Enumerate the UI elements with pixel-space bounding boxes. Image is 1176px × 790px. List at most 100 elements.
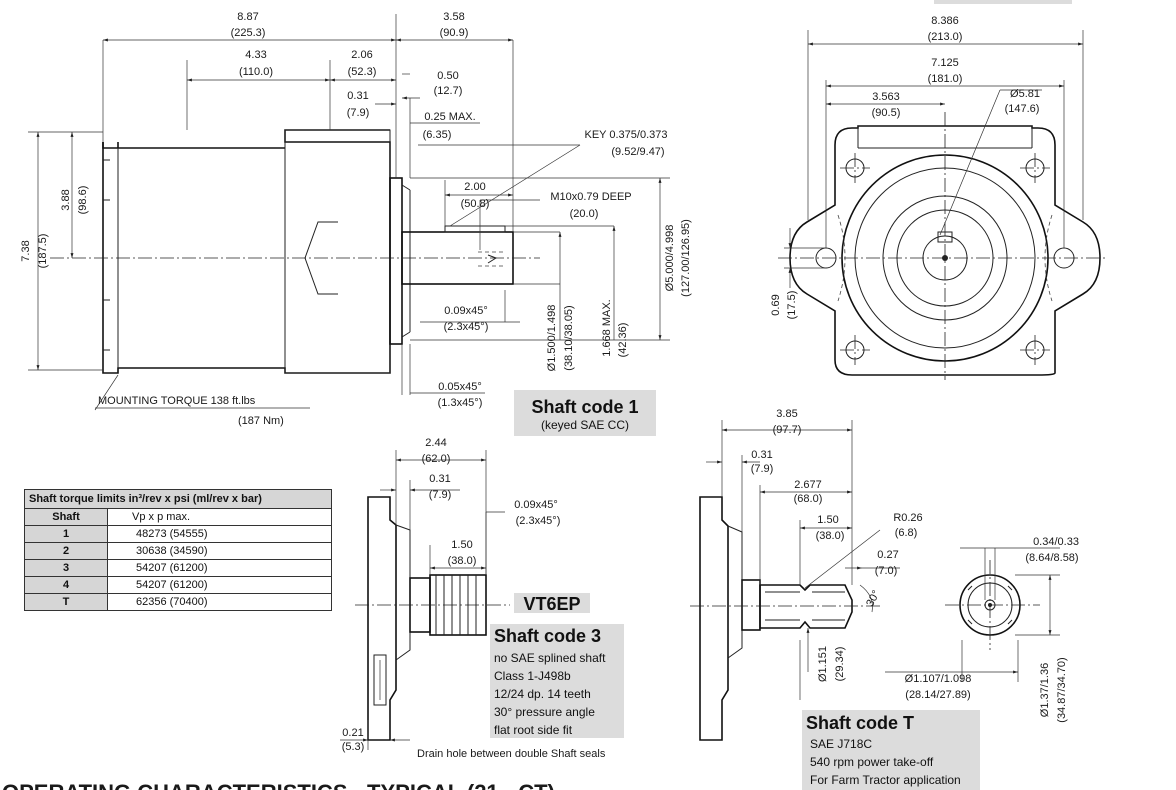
torque-table-header-vp: Vp x p max. (107, 508, 332, 526)
s3-dim-021-label: 0.21 (342, 727, 363, 739)
shaft-code-t-title: Shaft code T (806, 713, 914, 733)
shaft-code-3-title: Shaft code 3 (494, 626, 601, 646)
pilot-mm-label: (127.00/126.95) (680, 219, 692, 297)
s3-dim-021-mm-label: (5.3) (342, 741, 365, 753)
mounting-torque-label: MOUNTING TORQUE 138 ft.lbs (98, 395, 256, 407)
torque-table-title: Shaft torque limits in³/rev x psi (ml/re… (24, 489, 332, 509)
dim-200-label: 2.00 (464, 181, 485, 193)
torque-row-value: 48273 (54555) (107, 525, 332, 543)
st-dim-031-mm-label: (7.9) (751, 463, 774, 475)
width-8386-mm-label: (213.0) (928, 31, 963, 43)
dia-shaft-label: Ø1.500/1.498 (546, 305, 558, 372)
dim-206-label: 2.06 (351, 49, 372, 61)
end-view: 8.386 (213.0) 7.125 (181.0) 3.563 (90.5)… (770, 0, 1105, 380)
st-dim-150-label: 1.50 (817, 514, 838, 526)
torque-row-shaft: T (24, 593, 108, 611)
s3-dim-150-label: 1.50 (451, 539, 472, 551)
width-3563-mm-label: (90.5) (872, 107, 901, 119)
dia-shaft-mm-label: (38.10/38.05) (563, 305, 575, 370)
st-dim-2677-label: 2.677 (794, 479, 822, 491)
chamfer1-label: 0.09x45° (444, 305, 488, 317)
dia-581-mm-label: (147.6) (1005, 103, 1040, 115)
height-069-label: 0.69 (770, 294, 782, 315)
dim-shaft-ext-mm-label: (90.9) (440, 27, 469, 39)
dim-shaft-ext-label: 3.58 (443, 11, 464, 23)
key-mm-label: (9.52/9.47) (611, 146, 664, 158)
st-dim-150-mm-label: (38.0) (816, 530, 845, 542)
dim-050-mm-label: (12.7) (434, 85, 463, 97)
height-388-label: 3.88 (60, 189, 72, 210)
width-3563-label: 3.563 (872, 91, 900, 103)
dim-031-label: 0.31 (347, 90, 368, 102)
height-069-mm-label: (17.5) (786, 291, 798, 320)
torque-row-shaft: 4 (24, 576, 108, 594)
shaft-code-3-line: Class 1-J498b (494, 669, 571, 683)
table-row: T 62356 (70400) (24, 593, 332, 611)
st-radius-label: R0.26 (893, 512, 922, 524)
torque-table-header-shaft: Shaft (24, 508, 108, 526)
s3-dim-031-mm-label: (7.9) (429, 489, 452, 501)
thread-mm-label: (20.0) (570, 208, 599, 220)
shaft-code-t-line: For Farm Tractor application (810, 773, 961, 787)
dim-433-mm-label: (110.0) (239, 66, 273, 78)
shaft-code-1-subtitle: (keyed SAE CC) (541, 418, 629, 432)
drain-note: Drain hole between double Shaft seals (417, 748, 606, 760)
dim-025-label: 0.25 MAX. (424, 111, 475, 123)
dim-031-mm-label: (7.9) (347, 107, 370, 119)
shaft-code-t-box: Shaft code T SAE J718C 540 rpm power tak… (802, 710, 980, 790)
torque-row-shaft: 3 (24, 559, 108, 577)
st-dim-034-label: 0.34/0.33 (1033, 536, 1079, 548)
shaft-code-3-line: flat root side fit (494, 723, 573, 737)
shaft-code-3-view: 2.44 (62.0) 0.31 (7.9) 0.09x45° (2.3x45°… (340, 437, 560, 753)
dim-200-mm-label: (50.8) (461, 198, 490, 210)
height-738-label: 7.38 (20, 240, 32, 261)
shaft-code-t-line: 540 rpm power take-off (810, 755, 934, 769)
key-label: KEY 0.375/0.373 (585, 129, 668, 141)
width-7125-label: 7.125 (931, 57, 959, 69)
st-radius-mm-label: (6.8) (895, 527, 918, 539)
dim-overall-mm-label: (225.3) (231, 27, 266, 39)
torque-row-shaft: 1 (24, 525, 108, 543)
shaft-code-1-title: Shaft code 1 (531, 397, 638, 417)
table-row: 1 48273 (54555) (24, 525, 332, 543)
torque-row-value: 30638 (34590) (107, 542, 332, 560)
shaft-code-t-view: 3.85 (97.7) 0.31 (7.9) 2.677 (68.0) 1.50… (690, 408, 1079, 741)
height-388-mm-label: (98.6) (77, 186, 89, 215)
st-dia-1107-mm-label: (28.14/27.89) (905, 689, 970, 701)
st-dim-385-label: 3.85 (776, 408, 797, 420)
dim-050-label: 0.50 (437, 70, 458, 82)
shaft-code-3-line: no SAE splined shaft (494, 651, 606, 665)
st-dim-2677-mm-label: (68.0) (794, 493, 823, 505)
shaft-code-1-box: Shaft code 1 (keyed SAE CC) (514, 390, 656, 436)
st-dim-027-label: 0.27 (877, 549, 898, 561)
dim-206-mm-label: (52.3) (348, 66, 377, 78)
st-dia-1151-mm-label: (29.34) (834, 647, 846, 682)
table-row: 4 54207 (61200) (24, 576, 332, 594)
torque-row-value: 54207 (61200) (107, 576, 332, 594)
key-height-mm-label: (42.36) (617, 323, 629, 358)
shaft-code-3-line: 30° pressure angle (494, 705, 595, 719)
torque-row-value: 54207 (61200) (107, 559, 332, 577)
height-738-mm-label: (187.5) (37, 234, 49, 269)
dim-025-mm-label: (6.35) (423, 129, 452, 141)
dim-433-label: 4.33 (245, 49, 266, 61)
st-dim-385-mm-label: (97.7) (773, 424, 802, 436)
vt6ep-label: VT6EP (523, 594, 580, 614)
width-8386-label: 8.386 (931, 15, 959, 27)
side-view: 8.87 (225.3) 3.58 (90.9) 4.33 (110.0) 2.… (20, 11, 692, 427)
st-dim-034-mm-label: (8.64/8.58) (1025, 552, 1078, 564)
chamfer2-mm-label: (1.3x45°) (438, 397, 483, 409)
table-row: 2 30638 (34590) (24, 542, 332, 560)
st-dia-1107-label: Ø1.107/1.098 (905, 673, 972, 685)
s3-dim-150-mm-label: (38.0) (448, 555, 477, 567)
s3-chamfer-mm-label: (2.3x45°) (516, 515, 561, 527)
chamfer1-mm-label: (2.3x45°) (444, 321, 489, 333)
footer-heading: OPERATING CHARACTERISTICS - TYPICAL (21 … (2, 780, 555, 790)
chamfer2-label: 0.05x45° (438, 381, 482, 393)
width-7125-mm-label: (181.0) (928, 73, 963, 85)
s3-dim-244-mm-label: (62.0) (422, 453, 451, 465)
shaft-code-3-box: Shaft code 3 no SAE splined shaft Class … (490, 624, 624, 738)
st-dia-137-mm-label: (34.87/34.70) (1056, 657, 1068, 722)
torque-limits-table: Shaft torque limits in³/rev x psi (ml/re… (24, 489, 332, 611)
